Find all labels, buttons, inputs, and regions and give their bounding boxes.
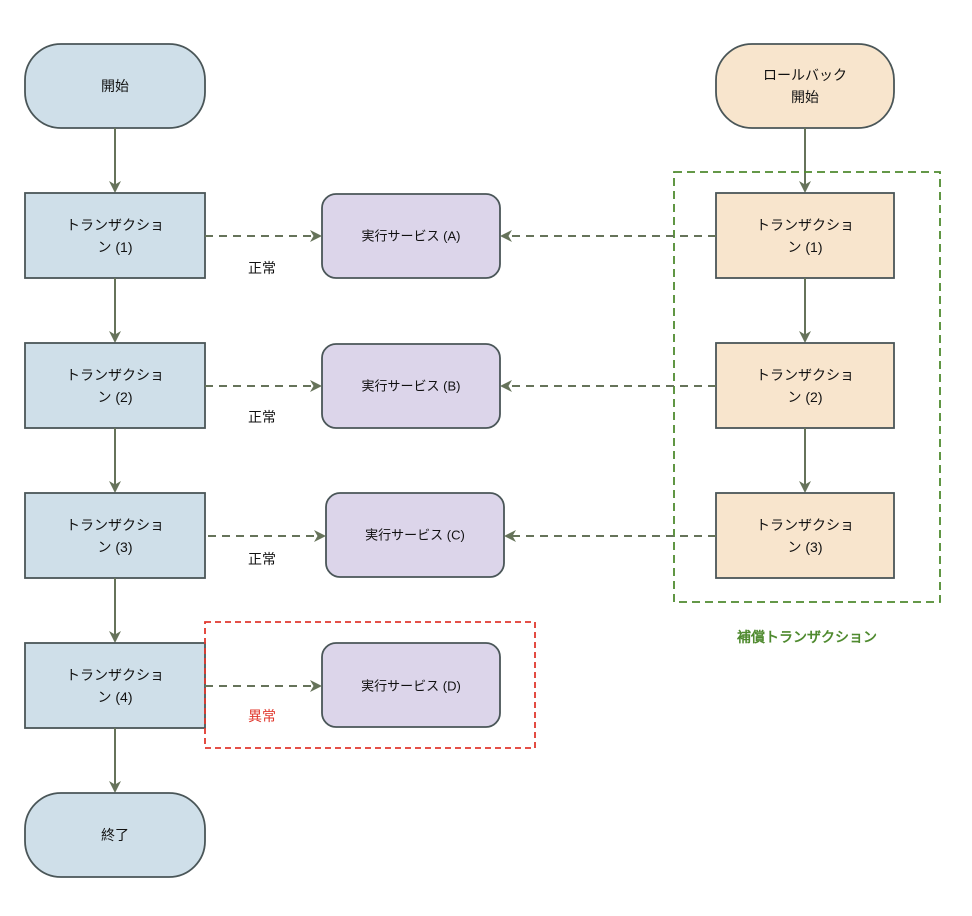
result-label-a: 正常 [248, 260, 276, 276]
result-label-d: 異常 [248, 708, 276, 724]
transaction-4-label-line2: ン (4) [98, 689, 133, 705]
result-label-c: 正常 [248, 551, 276, 567]
service-d-box: 実行サービス (D) [321, 642, 501, 728]
compensation-2-box: トランザクショ ン (2) [715, 342, 895, 429]
transaction-4-label-line1: トランザクショ [66, 667, 164, 683]
rollback-start-label-line2: 開始 [791, 89, 819, 105]
transaction-1-label-line2: ン (1) [98, 239, 133, 255]
compensation-3-label-line1: トランザクショ [756, 517, 854, 533]
compensation-3-label-line2: ン (3) [788, 539, 823, 555]
rollback-flow: ロールバック 開始 トランザクショ ン (1) トランザクショ ン (2) トラ… [673, 43, 941, 645]
service-c-box: 実行サービス (C) [325, 492, 505, 578]
compensation-2-label-line2: ン (2) [788, 389, 823, 405]
transaction-1-box: トランザクショ ン (1) [24, 192, 206, 279]
call-edges: 正常 正常 正常 異常 [204, 230, 536, 749]
result-label-b: 正常 [248, 409, 276, 425]
rollback-start-terminator: ロールバック 開始 [715, 43, 895, 129]
compensation-2-label-line1: トランザクショ [756, 367, 854, 383]
compensation-1-label-line2: ン (1) [788, 239, 823, 255]
end-terminator: 終了 [24, 792, 206, 878]
error-highlight-frame [204, 621, 536, 749]
transaction-2-box: トランザクショ ン (2) [24, 342, 206, 429]
end-label: 終了 [101, 827, 129, 843]
transaction-4-box: トランザクショ ン (4) [24, 642, 206, 729]
compensation-edges [500, 230, 716, 542]
compensation-1-box: トランザクショ ン (1) [715, 192, 895, 279]
compensation-1-label-line1: トランザクショ [756, 217, 854, 233]
service-b-box: 実行サービス (B) [321, 343, 501, 429]
services: 実行サービス (A) 実行サービス (B) 実行サービス (C) 実行サービス … [321, 193, 505, 728]
transaction-3-label-line2: ン (3) [98, 539, 133, 555]
transaction-2-label-line2: ン (2) [98, 389, 133, 405]
service-d-label: 実行サービス (D) [361, 679, 461, 694]
service-c-label: 実行サービス (C) [365, 528, 465, 543]
service-a-box: 実行サービス (A) [321, 193, 501, 279]
transaction-1-label-line1: トランザクショ [66, 217, 164, 233]
start-label: 開始 [101, 78, 129, 94]
transaction-3-label-line1: トランザクショ [66, 517, 164, 533]
rollback-start-label-line1: ロールバック [763, 67, 847, 83]
transaction-3-box: トランザクショ ン (3) [24, 492, 206, 579]
compensation-group-label: 補償トランザクション [736, 629, 877, 645]
compensation-3-box: トランザクショ ン (3) [715, 492, 895, 579]
transaction-2-label-line1: トランザクショ [66, 367, 164, 383]
main-flow: 開始 トランザクショ ン (1) トランザクショ ン (2) トランザクショ ン… [24, 43, 206, 878]
service-b-label: 実行サービス (B) [362, 379, 461, 394]
service-a-label: 実行サービス (A) [362, 229, 461, 244]
start-terminator: 開始 [24, 43, 206, 129]
